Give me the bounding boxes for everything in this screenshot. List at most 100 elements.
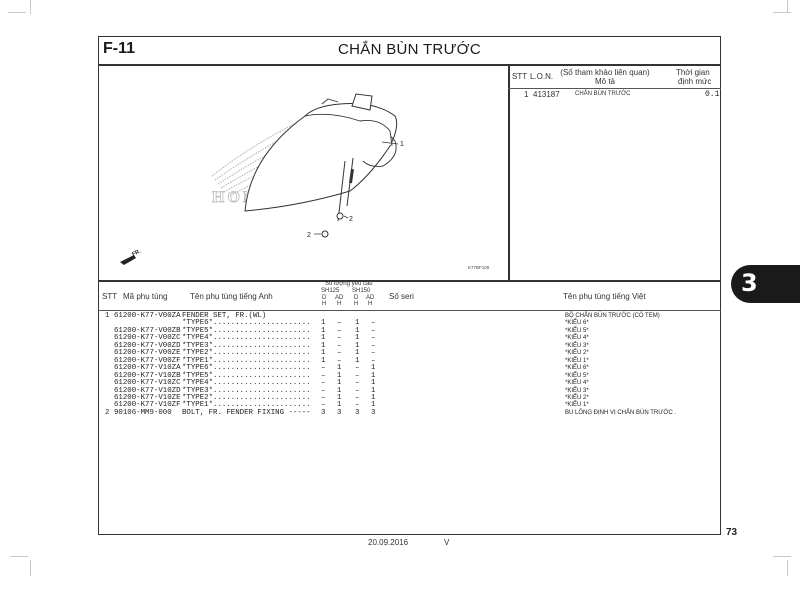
cell-q3: – bbox=[371, 334, 376, 343]
front-fender-illustration: HONDA 1 2 2 FR. K77BF100 bbox=[120, 93, 490, 270]
cell-q1: 3 bbox=[337, 408, 342, 417]
page-number: 73 bbox=[726, 527, 738, 538]
cell-q0: – bbox=[321, 364, 326, 373]
qty-sub-1: D bbox=[322, 295, 327, 301]
section-tab: 3 bbox=[731, 265, 800, 303]
crop-mark-bl-v bbox=[30, 560, 31, 576]
cell-name-en: *TYPE1*...................... bbox=[182, 356, 311, 365]
cell-q2: 1 bbox=[355, 341, 360, 350]
cell-q0: 1 bbox=[321, 334, 326, 343]
table-row: 61200-K77-V10ZD*TYPE3*..................… bbox=[100, 386, 720, 395]
section-tab-number: 3 bbox=[741, 269, 758, 297]
cell-name-en: *TYPE6*...................... bbox=[182, 319, 311, 328]
labor-header-desc: Mô tả bbox=[594, 77, 615, 86]
labor-row-desc: CHẮN BÙN TRƯỚC bbox=[575, 91, 631, 97]
footer-date: 20.09.2016 bbox=[368, 538, 409, 547]
page-frame bbox=[98, 36, 721, 535]
cell-q0: 3 bbox=[321, 408, 326, 417]
callout-2a: 2 bbox=[349, 216, 353, 223]
callout-1: 1 bbox=[400, 141, 404, 148]
labor-header-divider bbox=[508, 88, 721, 89]
cell-name-vn: *KIỂU 4* bbox=[565, 380, 589, 387]
cell-name-en: *TYPE6*...................... bbox=[182, 364, 311, 373]
cell-stt: 1 bbox=[105, 312, 110, 320]
cell-part-no: 61200-K77-V10ZE bbox=[114, 393, 181, 402]
cell-q2: 1 bbox=[355, 319, 360, 328]
cell-q3: 1 bbox=[371, 379, 376, 388]
cell-name-vn: *KIỂU 1* bbox=[565, 402, 589, 409]
labor-header-stt: STT bbox=[512, 72, 528, 81]
cell-q0: 1 bbox=[321, 356, 326, 365]
page-title: CHẮN BÙN TRƯỚC bbox=[338, 41, 481, 58]
cell-q1: – bbox=[337, 356, 342, 365]
cell-q1: – bbox=[337, 341, 342, 350]
cell-stt: 2 bbox=[105, 408, 110, 417]
cell-name-en: *TYPE3*...................... bbox=[182, 386, 311, 395]
crop-mark-tr-h bbox=[773, 12, 791, 13]
labor-header-time-1: Thời gian bbox=[676, 68, 710, 77]
qty-sub-4: AD bbox=[366, 295, 375, 301]
cell-name-vn: *KIỂU 1* bbox=[565, 357, 589, 364]
cell-name-en: FENDER SET, FR.(WL) bbox=[182, 312, 267, 320]
table-row: 61200-K77-V10ZA*TYPE6*..................… bbox=[100, 364, 720, 373]
cell-q2: 1 bbox=[355, 334, 360, 343]
front-arrow-label: FR. bbox=[131, 248, 142, 257]
cell-part-no: 61200-K77-V10ZA bbox=[114, 364, 181, 373]
cell-name-vn: *KIỂU 6* bbox=[565, 365, 589, 372]
parts-header-qty-title: Số lượng yêu cầu bbox=[325, 281, 373, 287]
crop-mark-br-h bbox=[773, 556, 791, 557]
cell-q1: – bbox=[337, 319, 342, 328]
cell-q2: – bbox=[355, 393, 360, 402]
cell-q0: – bbox=[321, 379, 326, 388]
cell-q0: – bbox=[321, 371, 326, 380]
figure-code: K77BF100 bbox=[468, 265, 490, 270]
cell-part-no: 61200-K77-V10ZD bbox=[114, 386, 181, 395]
table-row: 61200-K77-V00ZC*TYPE4*..................… bbox=[100, 334, 720, 343]
cell-name-en: *TYPE2*...................... bbox=[182, 349, 311, 358]
cell-part-no: 61200-K77-V00ZC bbox=[114, 334, 181, 343]
cell-q2: – bbox=[355, 379, 360, 388]
cell-q2: – bbox=[355, 364, 360, 373]
parts-header-name-vn: Tên phụ tùng tiếng Việt bbox=[563, 292, 646, 301]
qty-sub2-4: H bbox=[368, 301, 373, 307]
page-code: F-11 bbox=[103, 40, 136, 57]
crop-mark-tl-v bbox=[30, 0, 31, 14]
cell-name-vn: BU LÔNG ĐỊNH VỊ CHẮN BÙN TRƯỚC . bbox=[565, 409, 677, 416]
cell-q3: 3 bbox=[371, 408, 376, 417]
cell-q1: 1 bbox=[337, 386, 342, 395]
labor-header-ref: (Số tham khảo liên quan) bbox=[560, 68, 650, 77]
cell-name-en: *TYPE5*...................... bbox=[182, 371, 311, 380]
qty-sub2-2: H bbox=[337, 301, 342, 307]
table-row: 61200-K77-V00ZB*TYPE5*..................… bbox=[100, 326, 720, 335]
table-row: 61200-K77-V00ZE*TYPE2*..................… bbox=[100, 349, 720, 358]
cell-q3: 1 bbox=[371, 371, 376, 380]
cell-q2: 3 bbox=[355, 408, 360, 417]
cell-name-en: *TYPE5*...................... bbox=[182, 326, 311, 335]
cell-q0: 1 bbox=[321, 349, 326, 358]
cell-name-en: *TYPE3*...................... bbox=[182, 341, 311, 350]
qty-sub-2: AD bbox=[335, 295, 344, 301]
cell-name-vn: BỘ CHẮN BÙN TRƯỚC (CÓ TEM) bbox=[565, 313, 660, 319]
table-row: 61200-K77-V00ZD*TYPE3*..................… bbox=[100, 341, 720, 350]
labor-row-stt: 1 bbox=[524, 90, 529, 99]
crop-mark-tr-v bbox=[787, 0, 788, 12]
parts-header-part-no: Mã phụ tùng bbox=[123, 292, 168, 301]
parts-header-divider bbox=[98, 310, 721, 311]
title-divider bbox=[98, 64, 721, 66]
cell-q0: – bbox=[321, 386, 326, 395]
cell-q3: 1 bbox=[371, 401, 376, 410]
cell-name-vn: *KIỂU 3* bbox=[565, 387, 589, 394]
cell-q2: 1 bbox=[355, 349, 360, 358]
cell-q1: – bbox=[337, 334, 342, 343]
parts-header-model2: SH150 bbox=[352, 288, 371, 294]
cell-q1: 1 bbox=[337, 401, 342, 410]
cell-q2: 1 bbox=[355, 326, 360, 335]
parts-diagram: HONDA 1 2 2 FR. K77BF100 bbox=[100, 66, 506, 278]
cell-part-no: 61200-K77-V00ZA bbox=[114, 312, 181, 320]
cell-q2: – bbox=[355, 371, 360, 380]
cell-name-en: BOLT, FR. FENDER FIXING ----- bbox=[182, 408, 311, 417]
cell-name-vn: *KIỂU 5* bbox=[565, 327, 589, 334]
labor-row-time: 0.1 bbox=[705, 90, 720, 99]
labor-row-lon: 413187 bbox=[533, 90, 560, 99]
